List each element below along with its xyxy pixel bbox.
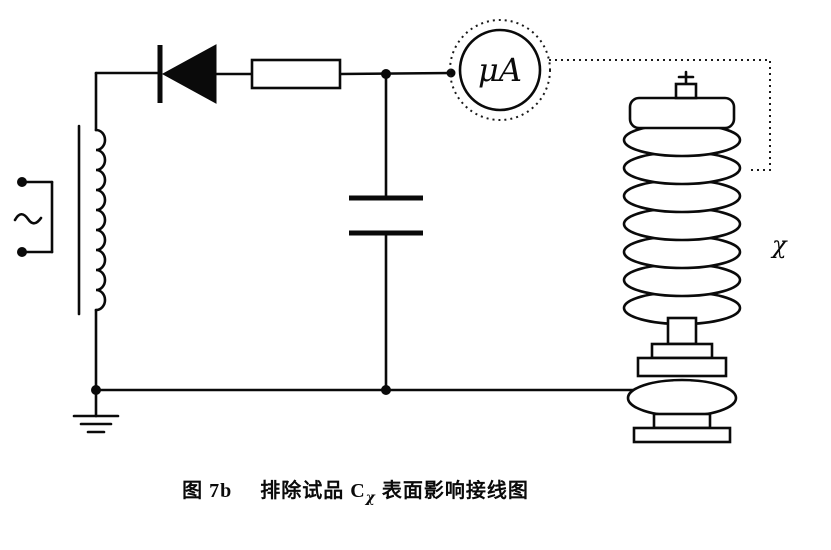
- lower-column: [666, 316, 698, 346]
- top-wire: [94, 68, 456, 79]
- capacitor: [349, 72, 423, 392]
- base-insulator-skirt: [626, 378, 738, 418]
- meter-label: μA: [478, 51, 522, 89]
- shield-path: [549, 59, 771, 171]
- caption-subscript: χ: [365, 490, 376, 506]
- ac-source: [13, 177, 54, 257]
- diode: [157, 44, 217, 104]
- meter-body: [458, 28, 542, 112]
- caption-text-post: 表面影响接线图: [375, 480, 529, 502]
- base-block-upper: [652, 412, 712, 430]
- wire-top-3: [338, 71, 454, 76]
- specimen-label: χ: [770, 231, 788, 259]
- junction-dot: [381, 385, 391, 395]
- figure-number: 图 7b: [182, 480, 233, 502]
- microammeter: μA: [449, 19, 551, 121]
- ac-sine-icon: [13, 212, 43, 225]
- arrester-terminal: [674, 82, 698, 100]
- resistor: [250, 58, 342, 90]
- transformer: [77, 71, 107, 392]
- secondary-winding-coil: [94, 128, 107, 312]
- flange-lower: [636, 356, 728, 378]
- meter-guard-ring: [449, 19, 551, 121]
- shield-dotted-line: [549, 59, 771, 171]
- ground-symbol: [72, 388, 120, 434]
- bottom-wire: [91, 385, 638, 395]
- caption-text-pre: 排除试品 C: [260, 480, 366, 502]
- base-block-lower: [632, 426, 732, 444]
- diode-triangle: [161, 44, 217, 104]
- arrester-top-cap: [628, 96, 736, 130]
- resistor-body: [250, 58, 342, 90]
- figure-caption: 图 7b 排除试品 Cχ 表面影响接线图: [0, 474, 711, 506]
- arrester-stack: [622, 70, 742, 444]
- flange-upper: [650, 342, 714, 360]
